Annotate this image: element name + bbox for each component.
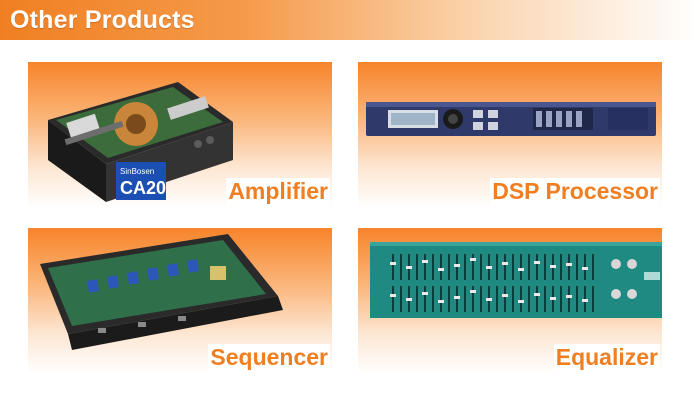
amplifier-badge-brand: SinBosen [120, 167, 154, 176]
amplifier-image: SinBosen CA20 [48, 82, 233, 202]
dsp-processor-image [366, 102, 656, 136]
product-label-equalizer[interactable]: Equalizer [553, 344, 660, 370]
product-card-equalizer[interactable]: Equalizer [358, 228, 662, 374]
amplifier-badge-model: CA20 [120, 178, 166, 198]
section-title: Other Products [10, 6, 195, 34]
product-label-amplifier[interactable]: Amplifier [226, 178, 330, 204]
equalizer-image [370, 242, 662, 318]
product-label-sequencer[interactable]: Sequencer [208, 344, 330, 370]
product-card-sequencer[interactable]: Sequencer [28, 228, 332, 374]
product-card-dsp-processor[interactable]: DSP Processor [358, 62, 662, 208]
product-label-dsp-processor[interactable]: DSP Processor [490, 178, 660, 204]
section-header: Other Products [0, 0, 700, 40]
sequencer-image [40, 234, 283, 350]
product-card-amplifier[interactable]: SinBosen CA20 Amplifier [28, 62, 332, 208]
